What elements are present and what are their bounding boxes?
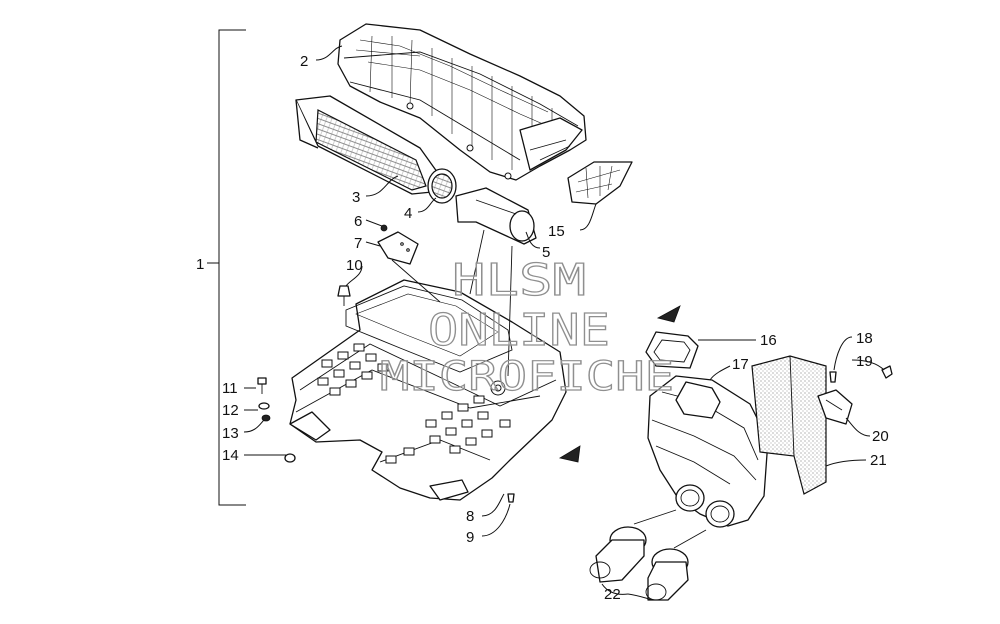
direction-arrow-icon xyxy=(656,305,681,323)
part-14-nut xyxy=(284,453,296,463)
part-19-screw xyxy=(881,365,893,379)
callout-12: 12 xyxy=(222,402,239,419)
watermark-line-2: ONLINE xyxy=(428,305,610,356)
part-5-sleeve xyxy=(455,187,537,245)
callout-6: 6 xyxy=(354,213,362,230)
callout-22: 22 xyxy=(604,586,621,603)
callout-labels: 1 2 3 4 5 6 7 8 9 10 11 12 13 14 15 16 1… xyxy=(196,53,889,603)
part-15-screen xyxy=(567,161,633,205)
callout-7: 7 xyxy=(354,235,362,252)
callout-10: 10 xyxy=(346,257,363,274)
callout-19: 19 xyxy=(856,353,873,370)
callout-15: 15 xyxy=(548,223,565,240)
watermark-line-1: HLSM xyxy=(452,255,586,306)
watermark: HLSM ONLINE MICROFICHE xyxy=(379,254,674,400)
callout-9: 9 xyxy=(466,529,474,546)
part-3-filter-element xyxy=(295,95,441,195)
callout-16: 16 xyxy=(760,332,777,349)
part-10-fastener xyxy=(337,285,351,306)
part-9-screw xyxy=(507,493,515,503)
callout-17: 17 xyxy=(732,356,749,373)
part-7-bracket xyxy=(377,231,419,265)
part-12-washer xyxy=(258,402,270,410)
part-6-screw xyxy=(380,224,388,232)
callout-14: 14 xyxy=(222,447,239,464)
callout-8: 8 xyxy=(466,508,474,525)
watermark-line-3: MICROFICHE xyxy=(380,354,674,400)
part-21-foam-filter xyxy=(751,355,827,495)
part-22-intake-boot xyxy=(645,548,689,601)
callout-18: 18 xyxy=(856,330,873,347)
part-11-bolt xyxy=(257,377,267,394)
callout-20: 20 xyxy=(872,428,889,445)
base-plate-slots xyxy=(317,343,511,464)
part-18-rivet xyxy=(829,371,837,383)
assembly-bracket xyxy=(207,29,246,506)
callout-11: 11 xyxy=(222,380,238,397)
part-22-intake-boot xyxy=(589,526,647,583)
direction-arrow-icon xyxy=(558,445,581,463)
part-17-airbox xyxy=(647,375,769,528)
callout-4: 4 xyxy=(404,205,412,222)
callout-13: 13 xyxy=(222,425,239,442)
part-20-clip xyxy=(817,389,853,425)
part-4-end-cap xyxy=(427,168,457,204)
callout-3: 3 xyxy=(352,189,360,206)
part-13-grommet xyxy=(261,414,271,422)
callout-1: 1 xyxy=(196,256,204,273)
callout-5: 5 xyxy=(542,244,550,261)
callout-2: 2 xyxy=(300,53,308,70)
part-16-gasket xyxy=(645,331,699,369)
callout-21: 21 xyxy=(870,452,887,469)
assembly-lines xyxy=(391,229,707,549)
part-8-base-plate xyxy=(289,279,567,501)
part-2-intake-housing xyxy=(337,23,587,181)
leader-lines xyxy=(243,45,885,601)
